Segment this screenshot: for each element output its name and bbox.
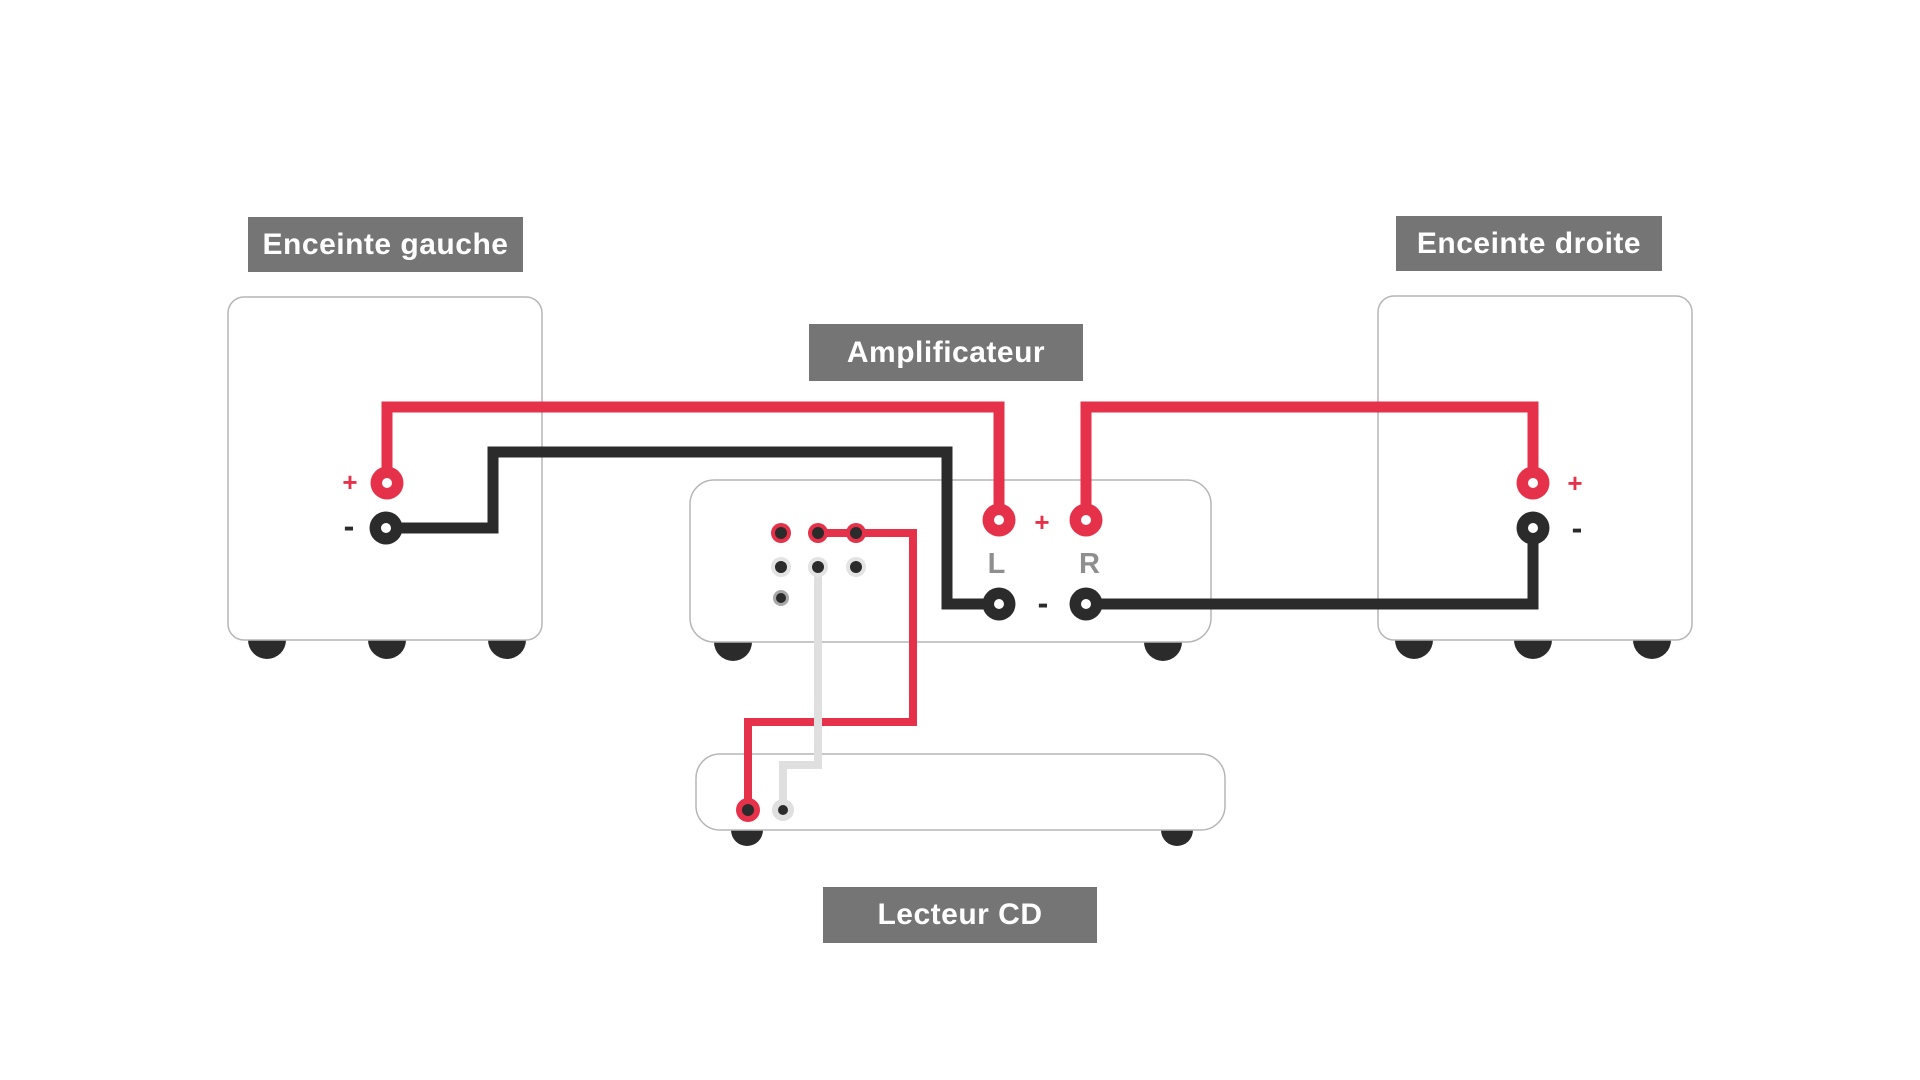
- terminal-hole-icon: [381, 523, 391, 533]
- amp-minus-label: -: [1038, 585, 1049, 621]
- right-speaker-minus-label: -: [1572, 510, 1583, 546]
- cd-jack-center-icon: [742, 804, 754, 816]
- amp-plus-label: +: [1034, 507, 1049, 537]
- cd-player-box: [695, 753, 1226, 831]
- terminal-hole-icon: [994, 599, 1004, 609]
- amp-left-channel-label: L: [988, 548, 1007, 580]
- terminal-hole-icon: [382, 478, 392, 488]
- rca-jack-center-icon: [850, 561, 862, 573]
- rca-jack-center-icon: [850, 527, 862, 539]
- cd-rca-gray-wire: [779, 567, 822, 810]
- terminal-hole-icon: [994, 515, 1004, 525]
- wires: [381, 401, 1539, 810]
- terminal-labels: + - + - + - L R: [342, 467, 1582, 621]
- rca-jack-center-icon: [812, 561, 824, 573]
- terminals: [369, 466, 1550, 621]
- terminal-hole-icon: [1081, 599, 1091, 609]
- rca-jack-center-icon: [776, 593, 786, 603]
- cd-rca-red-wire: [744, 529, 917, 810]
- amp-right-channel-label: R: [1079, 548, 1101, 580]
- terminal-hole-icon: [1528, 478, 1538, 488]
- right-speaker-positive-wire: [1080, 401, 1539, 520]
- cd-player-title: Lecteur CD: [823, 887, 1097, 943]
- terminal-hole-icon: [1528, 523, 1538, 533]
- amp-input-jacks: [771, 523, 866, 606]
- rca-jack-center-icon: [775, 561, 787, 573]
- cd-jack-center-icon: [778, 805, 788, 815]
- left-speaker-minus-label: -: [344, 508, 355, 544]
- terminal-hole-icon: [1081, 515, 1091, 525]
- amplifier-title: Amplificateur: [809, 324, 1083, 381]
- rca-jack-center-icon: [775, 527, 787, 539]
- rca-jack-center-icon: [812, 527, 824, 539]
- right-speaker-title: Enceinte droite: [1396, 216, 1662, 271]
- right-speaker-plus-label: +: [1567, 468, 1582, 498]
- right-speaker-negative-wire: [1086, 528, 1539, 610]
- cd-output-jacks: [736, 798, 794, 822]
- left-speaker-negative-wire: [386, 446, 999, 610]
- left-speaker-title: Enceinte gauche: [248, 217, 523, 272]
- left-speaker-plus-label: +: [342, 467, 357, 497]
- left-speaker-positive-wire: [381, 401, 1005, 520]
